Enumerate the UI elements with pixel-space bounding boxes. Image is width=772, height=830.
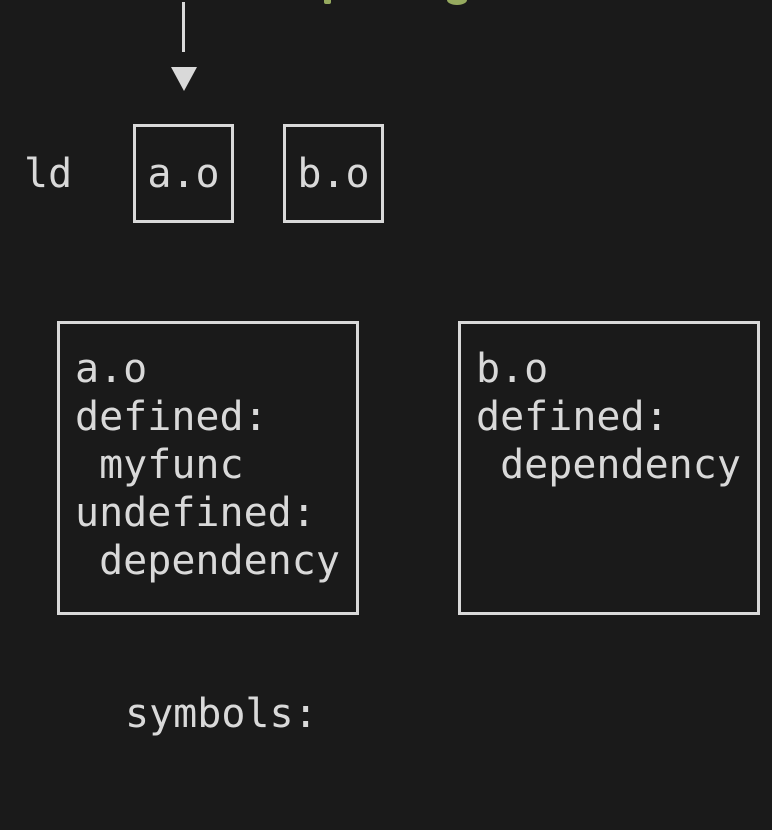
symbol-table-line: defined: xyxy=(476,394,669,440)
linker-label: ld xyxy=(24,151,73,197)
symbol-table-line: b.o xyxy=(476,346,549,392)
cutoff-green-glyph-fragment-icon xyxy=(447,0,467,5)
object-file-label: b.o xyxy=(297,150,370,197)
symbol-table-line: a.o xyxy=(75,346,148,392)
object-file-box-a: a.o xyxy=(133,124,234,223)
cutoff-green-glyph-fragment-icon xyxy=(324,0,331,4)
symbol-table-line: dependency xyxy=(75,538,340,584)
symbol-table-line: dependency xyxy=(476,442,741,488)
symbol-table-line: defined: xyxy=(75,394,268,440)
object-file-box-b: b.o xyxy=(283,124,384,223)
symbols-label: symbols: xyxy=(125,691,318,737)
arrow-down-icon xyxy=(171,67,197,91)
symbol-table-line: undefined: xyxy=(75,490,316,536)
symbol-table-box-b: b.o defined: dependency xyxy=(458,321,760,615)
flow-connector-line xyxy=(182,2,185,52)
symbol-table-line: myfunc xyxy=(75,442,244,488)
object-file-label: a.o xyxy=(147,150,220,197)
symbol-table-box-a: a.o defined: myfunc undefined: dependenc… xyxy=(57,321,359,615)
